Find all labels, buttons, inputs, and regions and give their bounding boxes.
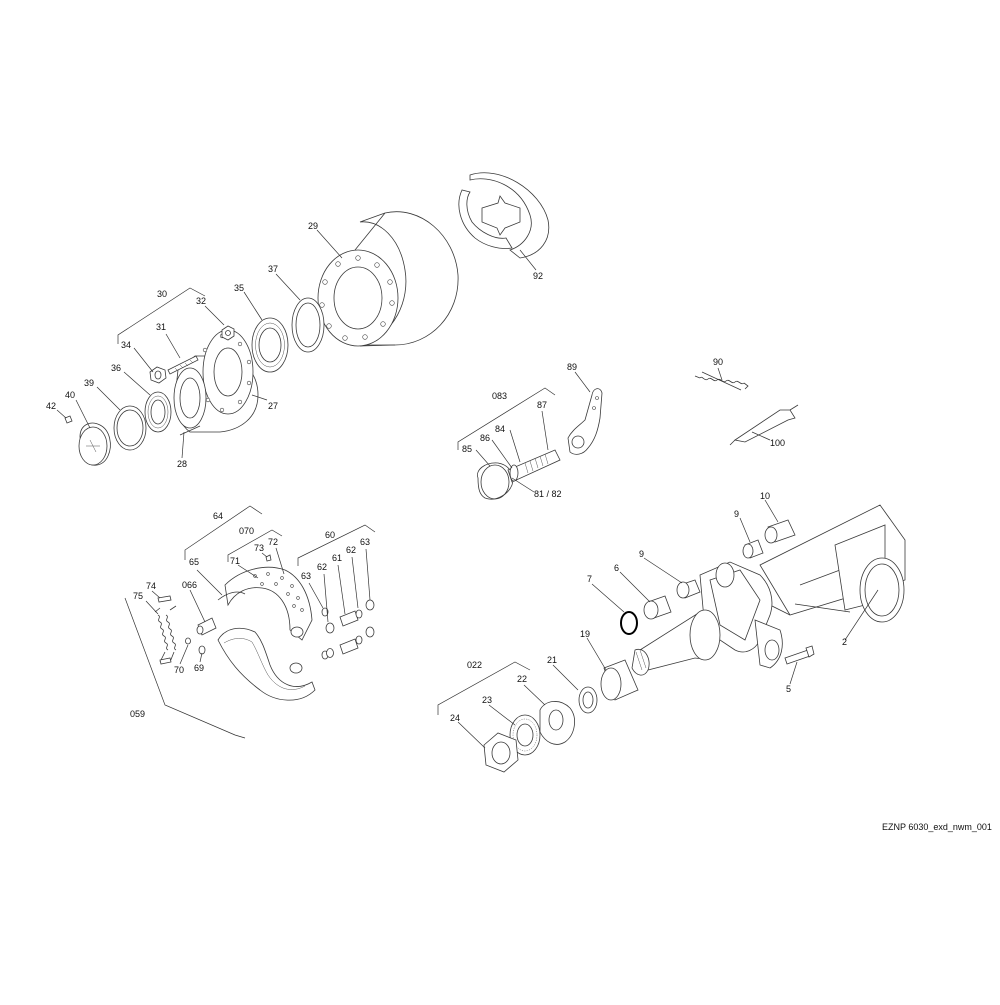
callout-labels: 29 92 37 35 30 32 31 34 36 39 40 42 27 2… <box>46 221 992 832</box>
callout-100: 100 <box>770 438 785 448</box>
part-hub-seal <box>291 297 325 353</box>
part-spring-bracket <box>729 404 799 446</box>
part-brake-drum <box>317 211 459 347</box>
callout-27: 27 <box>268 401 278 411</box>
callout-75: 75 <box>133 591 143 601</box>
part-nut-32 <box>221 325 235 341</box>
part-cam-head <box>477 462 514 500</box>
part-anchor-pins <box>321 599 375 660</box>
callout-29: 29 <box>308 221 318 231</box>
callout-89: 89 <box>567 362 577 372</box>
callout-39: 39 <box>84 378 94 388</box>
callout-070: 070 <box>239 526 254 536</box>
callout-34: 34 <box>121 340 131 350</box>
callout-86: 86 <box>480 433 490 443</box>
part-hub-cap <box>78 422 111 466</box>
callout-40: 40 <box>65 390 75 400</box>
callout-6: 6 <box>614 563 619 573</box>
part-dust-shield <box>458 172 550 259</box>
part-cap-screw <box>64 415 73 424</box>
part-bushing-9-lower <box>676 579 701 599</box>
callout-70: 70 <box>174 665 184 675</box>
callout-90: 90 <box>713 357 723 367</box>
callout-7: 7 <box>587 574 592 584</box>
part-bearing-race-19 <box>600 659 639 701</box>
callout-84: 84 <box>495 424 505 434</box>
callout-10: 10 <box>760 491 770 501</box>
callout-022: 022 <box>467 660 482 670</box>
part-wheel-stud <box>167 355 199 375</box>
part-clip-70 <box>185 637 191 645</box>
callout-37: 37 <box>268 264 278 274</box>
callout-36: 36 <box>111 363 121 373</box>
callout-066: 066 <box>182 580 197 590</box>
callout-69: 69 <box>194 663 204 673</box>
callout-083: 083 <box>492 391 507 401</box>
callout-60: 60 <box>325 530 335 540</box>
callout-81-82: 81 / 82 <box>534 489 562 499</box>
callout-5: 5 <box>786 684 791 694</box>
callout-24: 24 <box>450 713 460 723</box>
part-return-spring <box>694 371 749 391</box>
callout-92: 92 <box>533 271 543 281</box>
part-inner-bearing <box>144 391 172 433</box>
part-bolt-5 <box>784 645 815 665</box>
callout-059: 059 <box>130 709 145 719</box>
callout-64: 64 <box>213 511 223 521</box>
part-thrust-washer-23 <box>509 714 541 756</box>
callout-62-right: 62 <box>346 545 356 555</box>
callout-65: 65 <box>189 557 199 567</box>
callout-74: 74 <box>146 581 156 591</box>
part-brake-shoe-upper <box>217 566 313 641</box>
part-brake-shoe-lower <box>217 627 316 701</box>
drawing-id: EZNP 6030_exd_nwm_001 <box>882 822 992 832</box>
callout-30: 30 <box>157 289 167 299</box>
callout-42: 42 <box>46 401 56 411</box>
drum-bolt-holes <box>319 255 395 341</box>
callout-22: 22 <box>517 674 527 684</box>
callout-85: 85 <box>462 444 472 454</box>
part-slack-adjuster <box>567 388 603 455</box>
callout-9-upper: 9 <box>734 509 739 519</box>
part-bushing-10 <box>764 519 796 544</box>
part-outer-bearing <box>251 317 289 373</box>
callout-63-right: 63 <box>360 537 370 547</box>
part-shoe-springs <box>154 595 177 665</box>
part-clip-69 <box>198 645 206 655</box>
part-bushing-9-upper <box>742 539 764 559</box>
callout-32: 32 <box>196 296 206 306</box>
callout-62-left: 62 <box>317 562 327 572</box>
part-gasket <box>113 405 147 451</box>
callout-2: 2 <box>842 637 847 647</box>
callout-31: 31 <box>156 322 166 332</box>
part-spindle <box>631 561 783 676</box>
part-wheel-hub <box>173 329 259 433</box>
callout-72: 72 <box>268 537 278 547</box>
part-rivet-73 <box>265 554 272 562</box>
part-wheel-nut <box>149 366 167 384</box>
part-axle-beam <box>759 504 906 623</box>
part-axle-nut-24 <box>483 732 519 773</box>
callout-71: 71 <box>230 556 240 566</box>
callout-28: 28 <box>177 459 187 469</box>
callout-73: 73 <box>254 543 264 553</box>
part-seal-21 <box>578 686 598 714</box>
leader-lines <box>56 229 879 749</box>
callout-23: 23 <box>482 695 492 705</box>
callout-87: 87 <box>537 400 547 410</box>
callout-21: 21 <box>547 655 557 665</box>
part-camshaft <box>507 449 561 483</box>
callout-63-left: 63 <box>301 571 311 581</box>
callout-9-lower: 9 <box>639 549 644 559</box>
callout-61: 61 <box>332 553 342 563</box>
callout-35: 35 <box>234 283 244 293</box>
part-lock-washer-22 <box>539 701 575 745</box>
callout-19: 19 <box>580 629 590 639</box>
part-pin-066 <box>196 617 217 636</box>
part-bushing-6 <box>643 595 672 620</box>
part-o-ring <box>620 611 638 635</box>
part-pin-28 <box>179 425 201 436</box>
